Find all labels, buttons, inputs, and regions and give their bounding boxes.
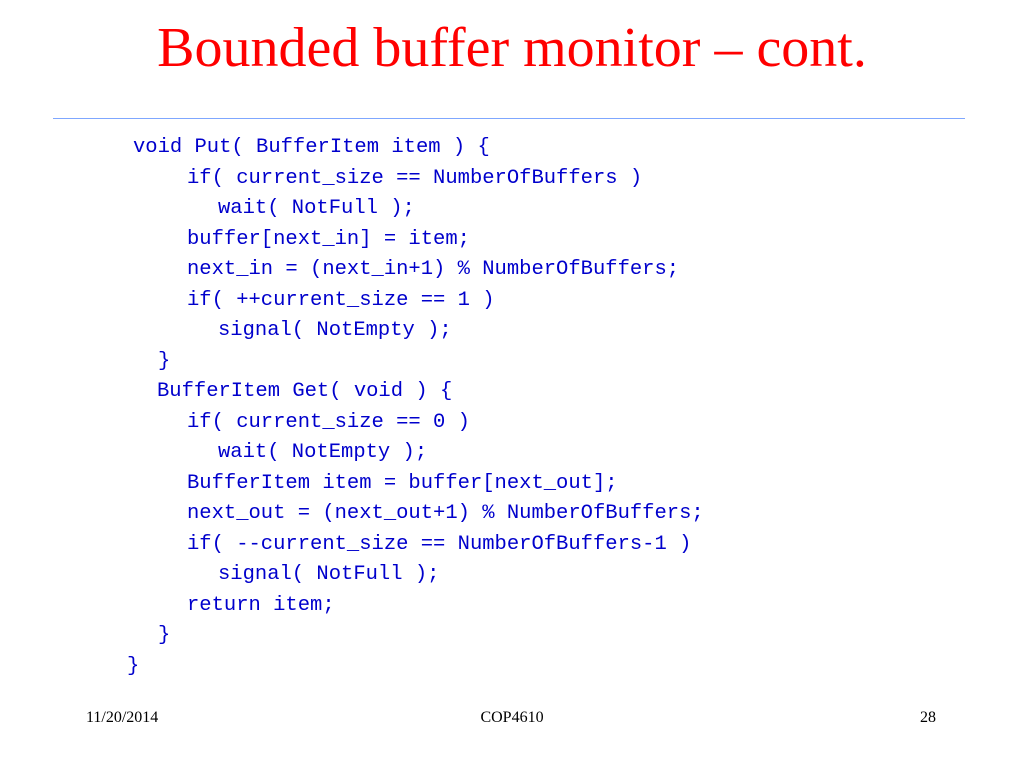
code-line: BufferItem Get( void ) { — [157, 380, 453, 403]
code-line: } — [127, 654, 140, 678]
code-line: if( --current_size == NumberOfBuffers-1 … — [187, 532, 692, 556]
code-line: BufferItem item = buffer[next_out]; — [187, 471, 618, 495]
code-line: buffer[next_in] = item; — [187, 227, 470, 251]
code-line: wait( NotFull ); — [218, 197, 415, 220]
code-line: return item; — [187, 593, 335, 617]
slide-title: Bounded buffer monitor – cont. — [157, 17, 867, 79]
code-line: } — [158, 349, 171, 373]
code-line: next_out = (next_out+1) % NumberOfBuffer… — [187, 502, 704, 525]
title-divider — [53, 118, 965, 119]
code-line: if( ++current_size == 1 ) — [187, 288, 495, 312]
code-line: if( current_size == NumberOfBuffers ) — [187, 166, 643, 190]
code-line: wait( NotEmpty ); — [218, 441, 428, 464]
code-line: } — [158, 624, 171, 647]
footer-date: 11/20/2014 — [86, 709, 159, 726]
code-line: signal( NotFull ); — [218, 563, 440, 586]
code-line: signal( NotEmpty ); — [218, 319, 452, 342]
footer-course: COP4610 — [480, 709, 544, 726]
code-line: void Put( BufferItem item ) { — [133, 136, 490, 159]
footer-page-number: 28 — [920, 709, 936, 726]
code-line: if( current_size == 0 ) — [187, 410, 470, 434]
code-line: next_in = (next_in+1) % NumberOfBuffers; — [187, 258, 680, 281]
